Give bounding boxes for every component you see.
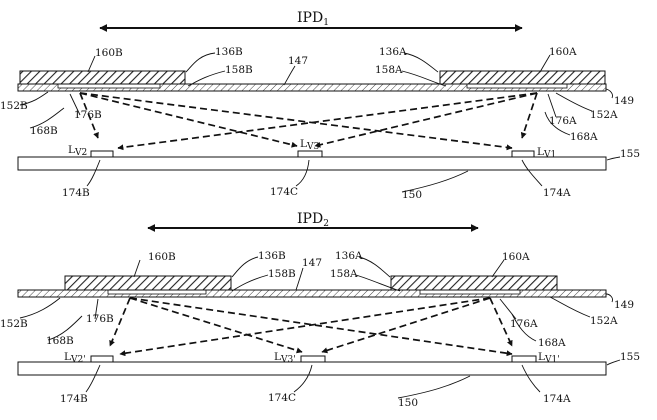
label-147: 147 <box>288 55 308 67</box>
label-147: 147 <box>302 257 322 269</box>
lens-158A <box>466 83 568 89</box>
label-160B: 160B <box>95 47 123 59</box>
label-168A: 168A <box>538 337 566 349</box>
label-152A: 152A <box>590 315 618 327</box>
substrate-150 <box>17 156 607 171</box>
label-155: 155 <box>620 148 640 160</box>
label-155: 155 <box>620 351 640 363</box>
label-152B: 152B <box>0 318 28 330</box>
label-176B: 176B <box>86 313 114 325</box>
ipd-label: IPD1 <box>297 10 329 28</box>
label-160A: 160A <box>549 46 577 58</box>
sensor-174C <box>297 150 323 158</box>
lens-158B <box>57 83 161 89</box>
sensor-174A <box>511 355 537 363</box>
label-149: 149 <box>614 299 634 311</box>
display-136A <box>439 70 606 85</box>
label-168B: 168B <box>30 125 58 137</box>
label-168A: 168A <box>570 131 598 143</box>
label-168B: 168B <box>46 335 74 347</box>
panel-ipd1: IPD1 <box>0 10 640 201</box>
label-174A: 174A <box>543 187 571 199</box>
label-158A: 158A <box>375 64 403 76</box>
label-150: 150 <box>398 397 418 409</box>
label-174A: 174A <box>543 393 571 405</box>
label-174B: 174B <box>62 187 90 199</box>
light-rays <box>79 92 538 151</box>
label-158B: 158B <box>225 64 253 76</box>
lens-158A <box>419 289 521 295</box>
label-158A: 158A <box>330 268 358 280</box>
display-layer <box>17 83 607 92</box>
label-lv1: LV1 <box>537 146 556 160</box>
display-136B <box>19 70 186 85</box>
label-176B: 176B <box>74 109 102 121</box>
label-174C: 174C <box>268 392 296 404</box>
display-136A <box>390 275 558 291</box>
label-lv1: LV1' <box>538 351 560 365</box>
label-176A: 176A <box>549 115 577 127</box>
label-152A: 152A <box>590 109 618 121</box>
sensor-174B <box>90 355 114 363</box>
label-150: 150 <box>402 189 422 201</box>
label-136A: 136A <box>379 46 407 58</box>
label-174C: 174C <box>270 186 298 198</box>
sensor-174B <box>90 150 114 158</box>
sensor-174C <box>300 355 326 363</box>
label-136B: 136B <box>215 46 243 58</box>
panel-ipd2: IPD2 <box>0 211 640 409</box>
label-136A: 136A <box>335 250 363 262</box>
light-rays <box>109 297 513 357</box>
ipd-label: IPD2 <box>297 211 329 229</box>
label-149: 149 <box>614 95 634 107</box>
display-layer <box>17 289 607 298</box>
label-176A: 176A <box>510 318 538 330</box>
label-160B: 160B <box>148 251 176 263</box>
display-136B <box>64 275 232 291</box>
label-lv2: LV2' <box>64 351 86 365</box>
label-lv3: LV3' <box>274 351 296 365</box>
substrate-150 <box>17 361 607 376</box>
label-136B: 136B <box>258 250 286 262</box>
label-lv2: LV2 <box>68 144 87 158</box>
sensor-174A <box>511 150 535 158</box>
lens-158B <box>107 289 207 295</box>
label-174B: 174B <box>60 393 88 405</box>
label-152B: 152B <box>0 100 28 112</box>
label-lv3: LV3 <box>300 138 319 152</box>
label-160A: 160A <box>502 251 530 263</box>
label-158B: 158B <box>268 268 296 280</box>
